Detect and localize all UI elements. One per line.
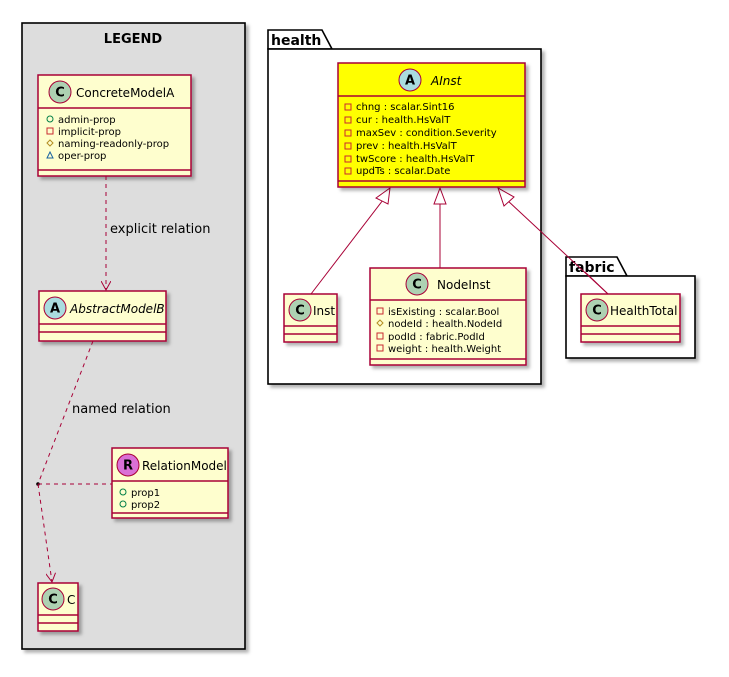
attr-maxsev: maxSev : condition.Severity [344, 128, 497, 139]
attr-nodeid: nodeId : health.NodeId [376, 319, 502, 330]
private-visibility-icon [344, 103, 352, 111]
svg-text:oper-prop: oper-prop [58, 151, 106, 162]
svg-text:podId : fabric.PodId: podId : fabric.PodId [388, 332, 485, 343]
stereotype-letter: R [123, 459, 133, 474]
inheritance-arrowhead [433, 186, 447, 205]
prop-naming-readonly: naming-readonly-prop [46, 139, 169, 150]
private-visibility-icon [376, 344, 384, 352]
package-name: health [271, 33, 321, 49]
svg-text:maxSev : condition.Severity: maxSev : condition.Severity [356, 128, 497, 139]
class-c[interactable]: C C [37, 582, 79, 632]
stereotype-letter: C [48, 593, 58, 608]
private-visibility-icon [344, 129, 352, 137]
svg-text:naming-readonly-prop: naming-readonly-prop [58, 139, 169, 150]
stereotype-letter: C [592, 304, 602, 319]
svg-text:prev : health.HsValT: prev : health.HsValT [356, 141, 458, 152]
package-name: fabric [569, 260, 615, 276]
abstract-stereotype-icon [43, 296, 67, 320]
public-visibility-icon [119, 488, 127, 496]
svg-text:cur : health.HsValT: cur : health.HsValT [356, 115, 451, 126]
abstract-stereotype-icon [398, 68, 422, 92]
private-visibility-icon [376, 332, 384, 340]
private-visibility-icon [344, 167, 352, 175]
stereotype-letter: C [55, 86, 65, 101]
attr-twscore: twScore : health.HsValT [344, 154, 475, 165]
svg-text:implicit-prop: implicit-prop [58, 127, 121, 138]
svg-text:nodeId : health.NodeId: nodeId : health.NodeId [388, 319, 502, 330]
svg-text:isExisting : scalar.Bool: isExisting : scalar.Bool [388, 307, 499, 318]
class-concrete-model-a[interactable]: C ConcreteModelA admin-prop implicit-pro… [37, 74, 192, 177]
public-visibility-icon [46, 115, 54, 123]
stereotype-letter: A [50, 302, 60, 317]
class-name: AbstractModelB [69, 302, 165, 316]
class-name: NodeInst [437, 278, 491, 292]
attr-updts: updTs : scalar.Date [344, 166, 450, 177]
class-name: ConcreteModelA [76, 86, 175, 100]
private-visibility-icon [376, 307, 384, 315]
class-stereotype-icon [585, 298, 609, 322]
stereotype-letter: A [405, 74, 415, 89]
class-stereotype-icon [288, 298, 312, 322]
svg-text:prop2: prop2 [131, 500, 160, 511]
class-name: C [67, 593, 75, 607]
svg-text:weight : health.Weight: weight : health.Weight [388, 344, 501, 355]
attr-prev: prev : health.HsValT [344, 141, 458, 152]
inheritance-edge-overlay [584, 271, 609, 295]
class-abstract-model-b[interactable]: A AbstractModelB [38, 290, 167, 342]
prop-admin: admin-prop [46, 115, 116, 126]
class-name: RelationModel [142, 459, 227, 473]
private-visibility-icon [344, 116, 352, 124]
class-relation-model[interactable]: R RelationModel prop1 prop2 [111, 447, 229, 519]
class-stereotype-icon [405, 272, 429, 296]
inheritance-arrowhead [375, 186, 391, 205]
class-stereotype-icon [41, 587, 65, 611]
prop-oper: oper-prop [46, 150, 106, 162]
explicit-relation-label: explicit relation [110, 222, 210, 237]
svg-text:twScore : health.HsValT: twScore : health.HsValT [356, 154, 475, 165]
attr-cur: cur : health.HsValT [344, 115, 451, 126]
explicit-relation-edge: explicit relation [106, 176, 210, 290]
protected-visibility-icon [376, 319, 384, 327]
class-stereotype-icon [48, 80, 72, 104]
class-ainst[interactable]: A AInst chng : scalar.Sint16 cur : healt… [337, 62, 526, 188]
inheritance-arrowhead [497, 186, 515, 207]
svg-text:updTs : scalar.Date: updTs : scalar.Date [356, 166, 450, 177]
class-name: HealthTotal [610, 304, 677, 318]
legend-title: LEGEND [104, 32, 163, 47]
class-nodeinst[interactable]: C NodeInst isExisting : scalar.Bool node… [369, 267, 527, 366]
class-inst[interactable]: C Inst [283, 293, 338, 343]
named-relation-edge: named relation [36, 340, 171, 582]
attr-podid: podId : fabric.PodId [376, 332, 485, 343]
svg-text:admin-prop: admin-prop [58, 115, 116, 126]
stereotype-letter: C [295, 304, 305, 319]
prop-prop1: prop1 [119, 488, 160, 499]
svg-text:chng : scalar.Sint16: chng : scalar.Sint16 [356, 102, 454, 113]
class-name: Inst [313, 304, 335, 318]
prop-prop2: prop2 [119, 500, 160, 511]
attr-chng: chng : scalar.Sint16 [344, 102, 454, 113]
named-relation-label: named relation [72, 402, 171, 417]
prop-implicit: implicit-prop [46, 127, 121, 138]
class-healthtotal[interactable]: C HealthTotal [580, 293, 681, 343]
protected-visibility-icon [46, 139, 54, 147]
private-visibility-icon [344, 142, 352, 150]
svg-text:prop1: prop1 [131, 488, 160, 499]
class-name: AInst [430, 74, 463, 88]
relation-stereotype-icon [116, 453, 140, 477]
private-visibility-icon [46, 127, 54, 135]
stereotype-letter: C [412, 278, 422, 293]
private-visibility-icon [344, 155, 352, 163]
attr-weight: weight : health.Weight [376, 344, 501, 355]
public-visibility-icon [119, 500, 127, 508]
package-visibility-icon [46, 150, 54, 159]
attr-isexisting: isExisting : scalar.Bool [376, 307, 499, 318]
